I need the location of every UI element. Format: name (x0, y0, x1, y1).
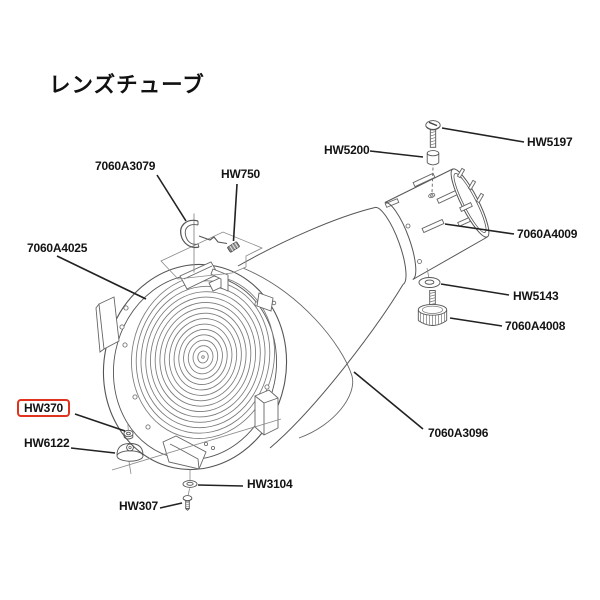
part-label-HW370-highlighted: HW370 (17, 399, 71, 417)
part-label-HW5197: HW5197 (527, 135, 573, 149)
foot-bracket (162, 435, 207, 470)
part-label-HW750: HW750 (221, 167, 261, 181)
part-label-7060A3096: 7060A3096 (428, 426, 489, 440)
screw-axis-dashed-line (431, 167, 434, 193)
flat-head-screw (425, 120, 441, 148)
part-label-7060A4025: 7060A4025 (27, 241, 88, 255)
part-label-HW3104: HW3104 (247, 477, 293, 491)
thumb-screw (417, 290, 448, 326)
retaining-clip (180, 219, 228, 249)
mounting-screw (182, 495, 193, 511)
page-title: レンズチューブ (49, 73, 205, 97)
hex-nut (123, 429, 134, 440)
part-label-7060A3079: 7060A3079 (95, 159, 156, 173)
collar-flange (374, 201, 422, 285)
spring-pin (227, 241, 240, 253)
cup-washer (418, 277, 441, 288)
vent-slots (384, 167, 485, 234)
right-clamp-bracket (254, 389, 279, 436)
part-label-HW6122: HW6122 (24, 436, 70, 450)
yoke-edge-line (111, 418, 282, 471)
leader-lines (56, 127, 525, 509)
foot-axis-line (187, 469, 191, 496)
washer-axis-line (426, 267, 430, 279)
left-mount-flap (95, 296, 120, 353)
washer (182, 480, 198, 488)
top-right-tab (256, 292, 274, 312)
screw-boss-hole (428, 192, 436, 199)
nut-axis-line (127, 423, 132, 475)
spacer (426, 150, 440, 166)
part-label-HW5143: HW5143 (513, 289, 559, 303)
part-label-HW307: HW307 (119, 499, 159, 513)
dome-nut (116, 443, 144, 462)
lens-assembly (95, 261, 288, 471)
part-label-HW5200: HW5200 (324, 143, 370, 157)
mount-plate (160, 231, 263, 280)
rear-tube (384, 167, 490, 280)
fresnel-rings (131, 275, 275, 439)
top-clamp-bracket (179, 261, 229, 292)
part-label-7060A4009: 7060A4009 (517, 227, 578, 241)
part-label-7060A4008: 7060A4008 (505, 319, 566, 333)
